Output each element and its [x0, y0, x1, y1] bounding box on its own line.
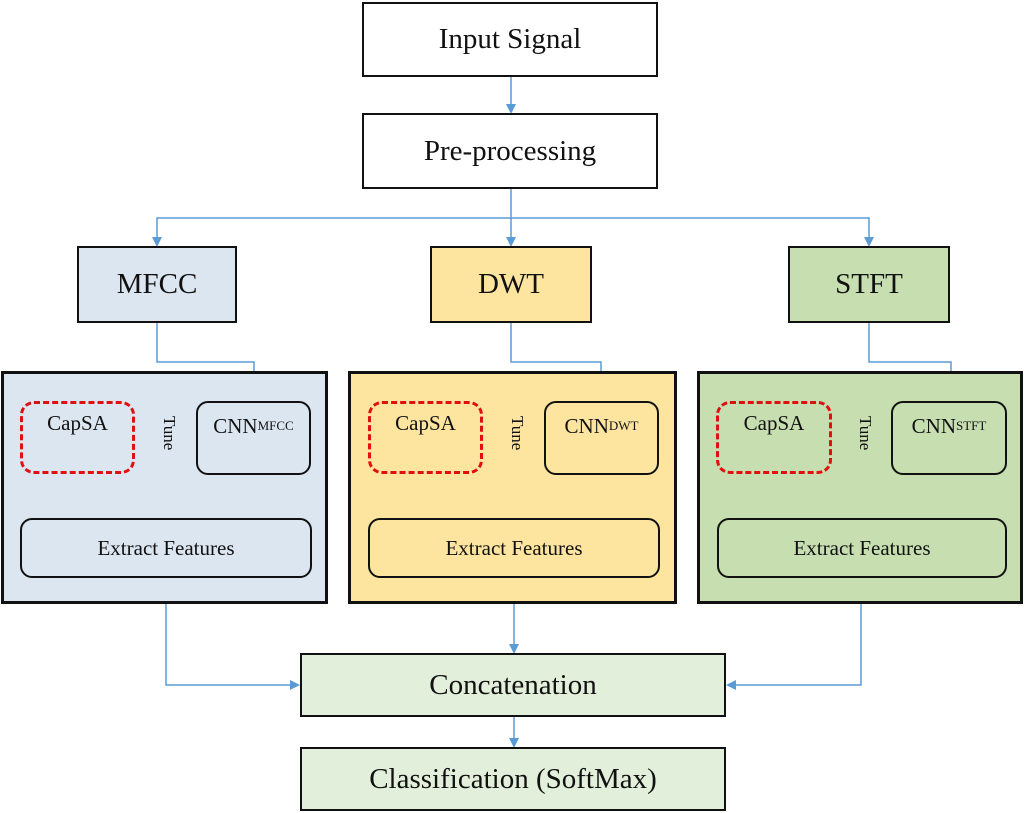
- tune-label-mfcc: Tune: [160, 416, 179, 451]
- arrow-extract3-concat: [726, 578, 862, 690]
- concatenation-node: Concatenation: [300, 653, 726, 717]
- stft-node: STFT: [788, 246, 950, 323]
- capsa-node-dwt: CapSA: [368, 401, 483, 474]
- cnn-sub: MFCC: [257, 418, 294, 433]
- cnn-sub: STFT: [956, 418, 987, 433]
- classification-node: Classification (SoftMax): [300, 747, 726, 811]
- extract-features-mfcc: Extract Features: [20, 518, 312, 578]
- capsa-node-stft: CapSA: [716, 401, 832, 474]
- arrow-extract1-concat: [165, 578, 300, 690]
- cnn-label: CNN: [213, 413, 258, 438]
- extract-features-stft: Extract Features: [717, 518, 1007, 578]
- mfcc-node: MFCC: [77, 246, 237, 323]
- preprocessing-node: Pre-processing: [362, 113, 658, 189]
- cnn-label: CNN: [911, 413, 956, 438]
- cnn-label: CNN: [564, 413, 609, 438]
- extract-features-dwt: Extract Features: [368, 518, 660, 578]
- capsa-node-mfcc: CapSA: [20, 401, 135, 474]
- dwt-node: DWT: [430, 246, 592, 323]
- tune-label-stft: Tune: [856, 416, 875, 451]
- arrow-pre-split: [152, 189, 512, 247]
- arrow-pre-stft: [511, 217, 874, 247]
- input-signal-node: Input Signal: [362, 2, 658, 77]
- cnn-sub: DWT: [608, 418, 639, 433]
- tune-label-dwt: Tune: [508, 416, 527, 451]
